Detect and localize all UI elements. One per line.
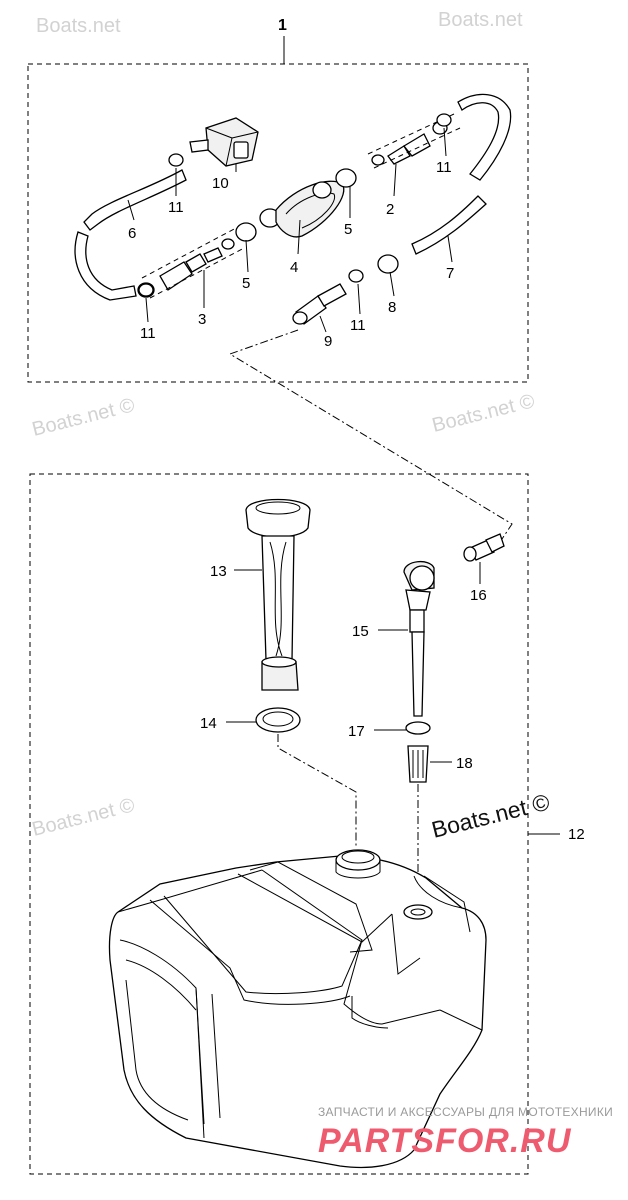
callout-7: 7 xyxy=(446,265,454,282)
callout-5-a: 5 xyxy=(242,275,250,292)
callout-8: 8 xyxy=(388,299,396,316)
clamp-11-b xyxy=(436,113,452,127)
tank-connector-16 xyxy=(463,533,505,584)
callout-11-b: 11 xyxy=(436,159,452,176)
callout-17: 17 xyxy=(348,723,365,740)
brand-logo: PARTSFOR.RU xyxy=(318,1122,572,1160)
fuel-strainer-18 xyxy=(407,745,452,783)
pickup-tube-15 xyxy=(378,561,435,717)
callout-4: 4 xyxy=(290,259,298,276)
callout-15: 15 xyxy=(352,623,369,640)
callout-11-a: 11 xyxy=(168,199,184,216)
connector-3 xyxy=(137,227,245,299)
hose-6-lower xyxy=(74,231,137,301)
connection-line-9-16 xyxy=(228,329,513,549)
watermark-top-left: Boats.net xyxy=(36,15,121,37)
assembly-1-boundary xyxy=(27,63,529,383)
connector-2 xyxy=(367,113,461,169)
gauge-install-line xyxy=(277,734,357,846)
callout-1: 1 xyxy=(278,17,287,34)
fuel-tank-assembly-12: 12 13 14 16 xyxy=(29,473,585,1175)
fuel-gauge-13 xyxy=(234,498,311,691)
callout-10: 10 xyxy=(212,175,229,192)
grommet-8 xyxy=(377,254,399,274)
watermark-lower-left: Boats.net © xyxy=(30,794,137,841)
callout-13: 13 xyxy=(210,563,227,580)
callout-11-c: 11 xyxy=(350,317,366,334)
hose-6-upper xyxy=(83,169,187,231)
primer-bulb-4 xyxy=(235,168,357,242)
fuel-line-assembly-1: 1 xyxy=(27,17,529,383)
hose-7-lower xyxy=(411,195,487,255)
callout-14: 14 xyxy=(200,715,217,732)
hose-7-upper xyxy=(457,93,512,181)
watermark-top-right: Boats.net xyxy=(438,9,523,31)
clamp-11-d xyxy=(138,283,154,297)
watermark-main: Boats.net © xyxy=(429,788,552,842)
assembly-12-boundary xyxy=(29,473,529,1175)
callout-5-b: 5 xyxy=(344,221,352,238)
callout-18: 18 xyxy=(456,755,473,772)
clamp-11-a xyxy=(168,153,184,167)
callout-9: 9 xyxy=(324,333,332,350)
connector-9 xyxy=(292,283,347,325)
callout-2: 2 xyxy=(386,201,394,218)
clamp-11-c xyxy=(348,269,364,283)
callout-3: 3 xyxy=(198,311,206,328)
fuel-tank-body xyxy=(108,849,487,1169)
callout-16: 16 xyxy=(470,587,487,604)
callout-6: 6 xyxy=(128,225,136,242)
watermark-mid-left: Boats.net © xyxy=(30,394,137,441)
fuel-filter-10 xyxy=(189,117,259,167)
watermark-mid-right: Boats.net © xyxy=(430,390,537,437)
callout-11-d: 11 xyxy=(140,325,156,342)
brand-tagline: ЗАПЧАСТИ И АКСЕССУАРЫ ДЛЯ МОТОТЕХНИКИ xyxy=(318,1105,613,1119)
o-ring-17 xyxy=(405,721,431,735)
callout-12: 12 xyxy=(568,826,585,843)
